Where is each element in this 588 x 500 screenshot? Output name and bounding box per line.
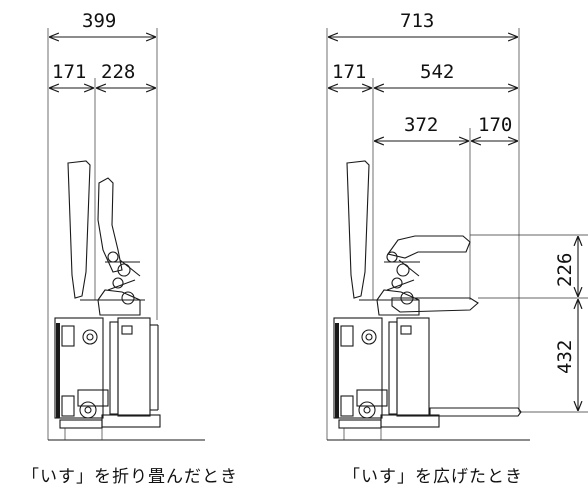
- dim-right-label: 542: [420, 61, 454, 83]
- dim-left-label: 171: [332, 61, 366, 83]
- dim-end-label: 170: [478, 114, 512, 136]
- dim-h-bottom-label: 432: [554, 340, 576, 374]
- dim-right-label: 228: [101, 61, 135, 83]
- dim-h-top-label: 226: [554, 253, 576, 287]
- footrest: [429, 407, 522, 417]
- dim-mid-label: 372: [404, 114, 438, 136]
- hinge-mechanism: [359, 251, 420, 316]
- dim-left-label: 171: [52, 61, 86, 83]
- unfolded-view: 713 171 542 372 170 226 432: [326, 10, 588, 487]
- backrest: [67, 160, 91, 299]
- dim-total-label: 713: [400, 10, 434, 32]
- base-unit: [333, 317, 440, 429]
- backrest: [346, 160, 370, 299]
- unfolded-caption: 「いす」を広げたとき: [343, 467, 523, 487]
- folded-caption: 「いす」を折り畳んだとき: [22, 467, 238, 487]
- hinge-mechanism: [80, 251, 145, 316]
- base-unit: [54, 317, 161, 429]
- dim-total-label: 399: [82, 10, 116, 32]
- folded-view: 399 171 228: [22, 10, 238, 487]
- seat: [391, 297, 479, 313]
- armrest: [387, 235, 471, 259]
